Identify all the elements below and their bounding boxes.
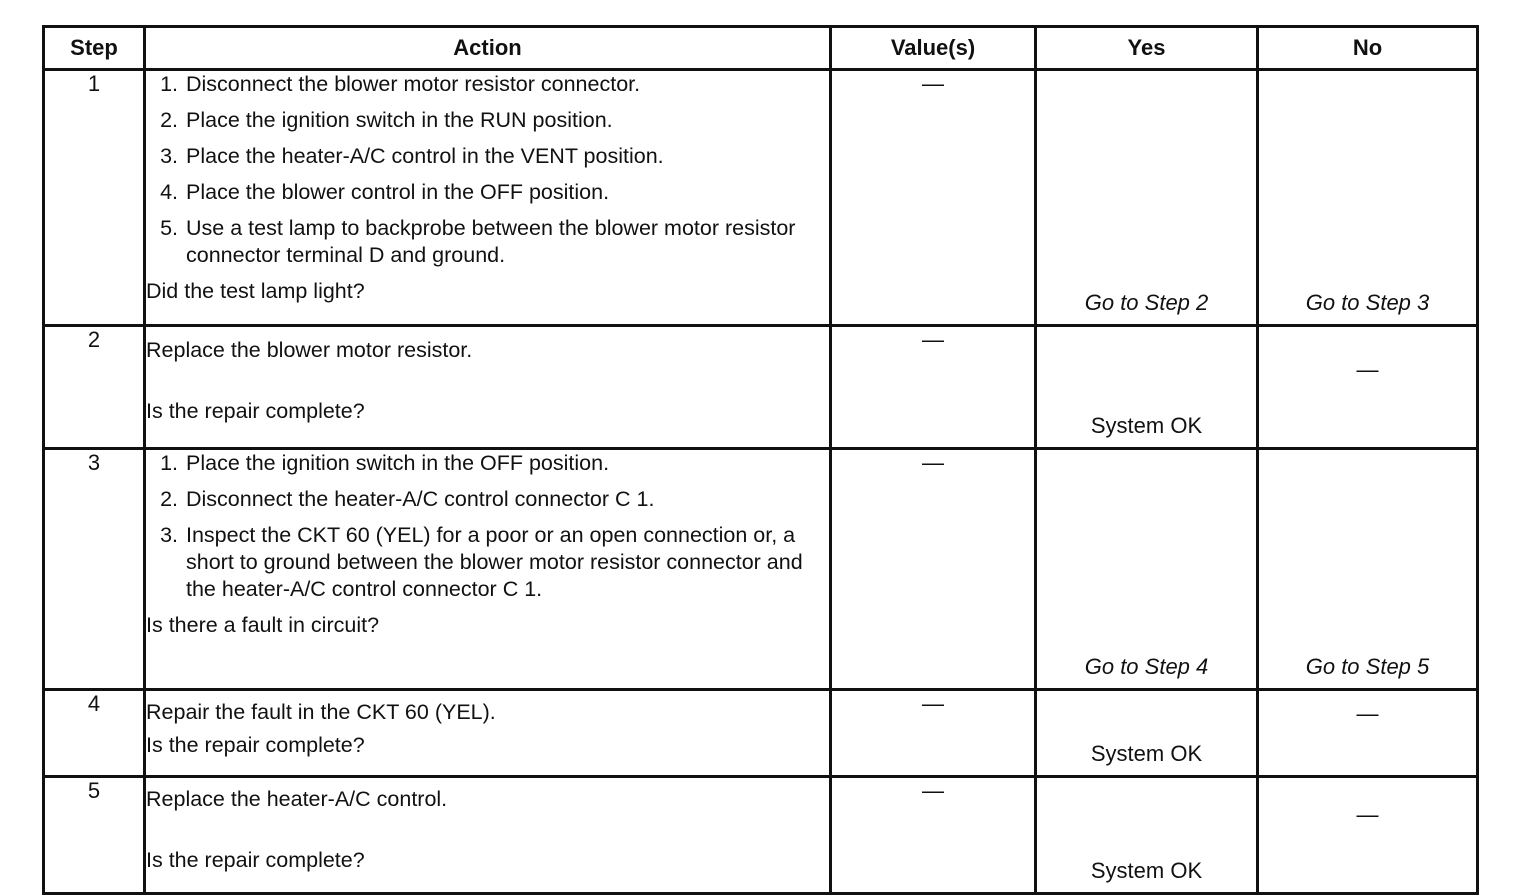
yes-result: Go to Step 2 — [1084, 290, 1209, 315]
step-number: 2 — [42, 324, 146, 450]
action-text: Replace the blower motor resistor. — [146, 338, 473, 362]
value-cell: — — [829, 447, 1037, 691]
substep: 3.Inspect the CKT 60 (YEL) for a poor or… — [160, 523, 803, 601]
no-cell: Go to Step 5 — [1256, 447, 1479, 691]
action-text: Replace the heater-A/C control. — [146, 787, 448, 811]
action-question: Is the repair complete? — [146, 848, 365, 872]
substep-list: 1.Place the ignition switch in the OFF p… — [146, 450, 829, 603]
substep: 1.Disconnect the blower motor resistor c… — [160, 72, 641, 96]
substep-list: 1.Disconnect the blower motor resistor c… — [146, 71, 829, 269]
header-yes: Yes — [1034, 25, 1259, 71]
yes-result: System OK — [1090, 413, 1203, 438]
yes-result: System OK — [1090, 741, 1203, 766]
header-step: Step — [42, 25, 146, 71]
action-question: Is the repair complete? — [146, 733, 365, 757]
action-text: Repair the fault in the CKT 60 (YEL). — [146, 700, 496, 724]
value-cell: — — [829, 775, 1037, 895]
value-cell: — — [829, 324, 1037, 450]
action-question: Is there a fault in circuit? — [146, 613, 380, 637]
table-row: 1 1.Disconnect the blower motor resistor… — [42, 68, 1479, 327]
no-result: — — [1356, 701, 1379, 726]
yes-cell: Go to Step 4 — [1034, 447, 1259, 691]
header-row: Step Action Value(s) Yes No — [42, 25, 1479, 71]
action-cell: 1.Place the ignition switch in the OFF p… — [143, 447, 832, 691]
no-result: — — [1356, 802, 1379, 827]
no-cell: Go to Step 3 — [1256, 68, 1479, 327]
substep: 3.Place the heater-A/C control in the VE… — [160, 144, 664, 168]
substep: 2.Place the ignition switch in the RUN p… — [160, 108, 613, 132]
table-row: 4 Repair the fault in the CKT 60 (YEL). … — [42, 688, 1479, 778]
value-cell: — — [829, 68, 1037, 327]
header-action: Action — [143, 25, 832, 71]
header-no: No — [1256, 25, 1479, 71]
diagnostic-table: Step Action Value(s) Yes No 1 1.Disconne… — [42, 25, 1479, 895]
header-values: Value(s) — [829, 25, 1037, 71]
table-row: 2 Replace the blower motor resistor. Is … — [42, 324, 1479, 450]
step-number: 3 — [42, 447, 146, 691]
no-cell: — — [1256, 324, 1479, 450]
yes-cell: System OK — [1034, 688, 1259, 778]
table-row: 3 1.Place the ignition switch in the OFF… — [42, 447, 1479, 691]
action-question: Is the repair complete? — [146, 399, 365, 423]
step-number: 5 — [42, 775, 146, 895]
step-number: 4 — [42, 688, 146, 778]
action-cell: Replace the heater-A/C control. Is the r… — [143, 775, 832, 895]
action-cell: Replace the blower motor resistor. Is th… — [143, 324, 832, 450]
no-cell: — — [1256, 688, 1479, 778]
substep: 4.Place the blower control in the OFF po… — [160, 180, 610, 204]
value-cell: — — [829, 688, 1037, 778]
yes-cell: Go to Step 2 — [1034, 68, 1259, 327]
yes-cell: System OK — [1034, 324, 1259, 450]
action-cell: Repair the fault in the CKT 60 (YEL). Is… — [143, 688, 832, 778]
no-result: Go to Step 3 — [1305, 290, 1430, 315]
yes-result: System OK — [1090, 858, 1203, 883]
substep: 5.Use a test lamp to backprobe between t… — [160, 216, 796, 267]
no-cell: — — [1256, 775, 1479, 895]
substep: 1.Place the ignition switch in the OFF p… — [160, 451, 610, 475]
step-number: 1 — [42, 68, 146, 327]
no-result: Go to Step 5 — [1305, 654, 1430, 679]
yes-result: Go to Step 4 — [1084, 654, 1209, 679]
substep: 2.Disconnect the heater-A/C control conn… — [160, 487, 655, 511]
yes-cell: System OK — [1034, 775, 1259, 895]
no-result: — — [1356, 357, 1379, 382]
action-cell: 1.Disconnect the blower motor resistor c… — [143, 68, 832, 327]
table-row: 5 Replace the heater-A/C control. Is the… — [42, 775, 1479, 895]
action-question: Did the test lamp light? — [146, 279, 365, 303]
